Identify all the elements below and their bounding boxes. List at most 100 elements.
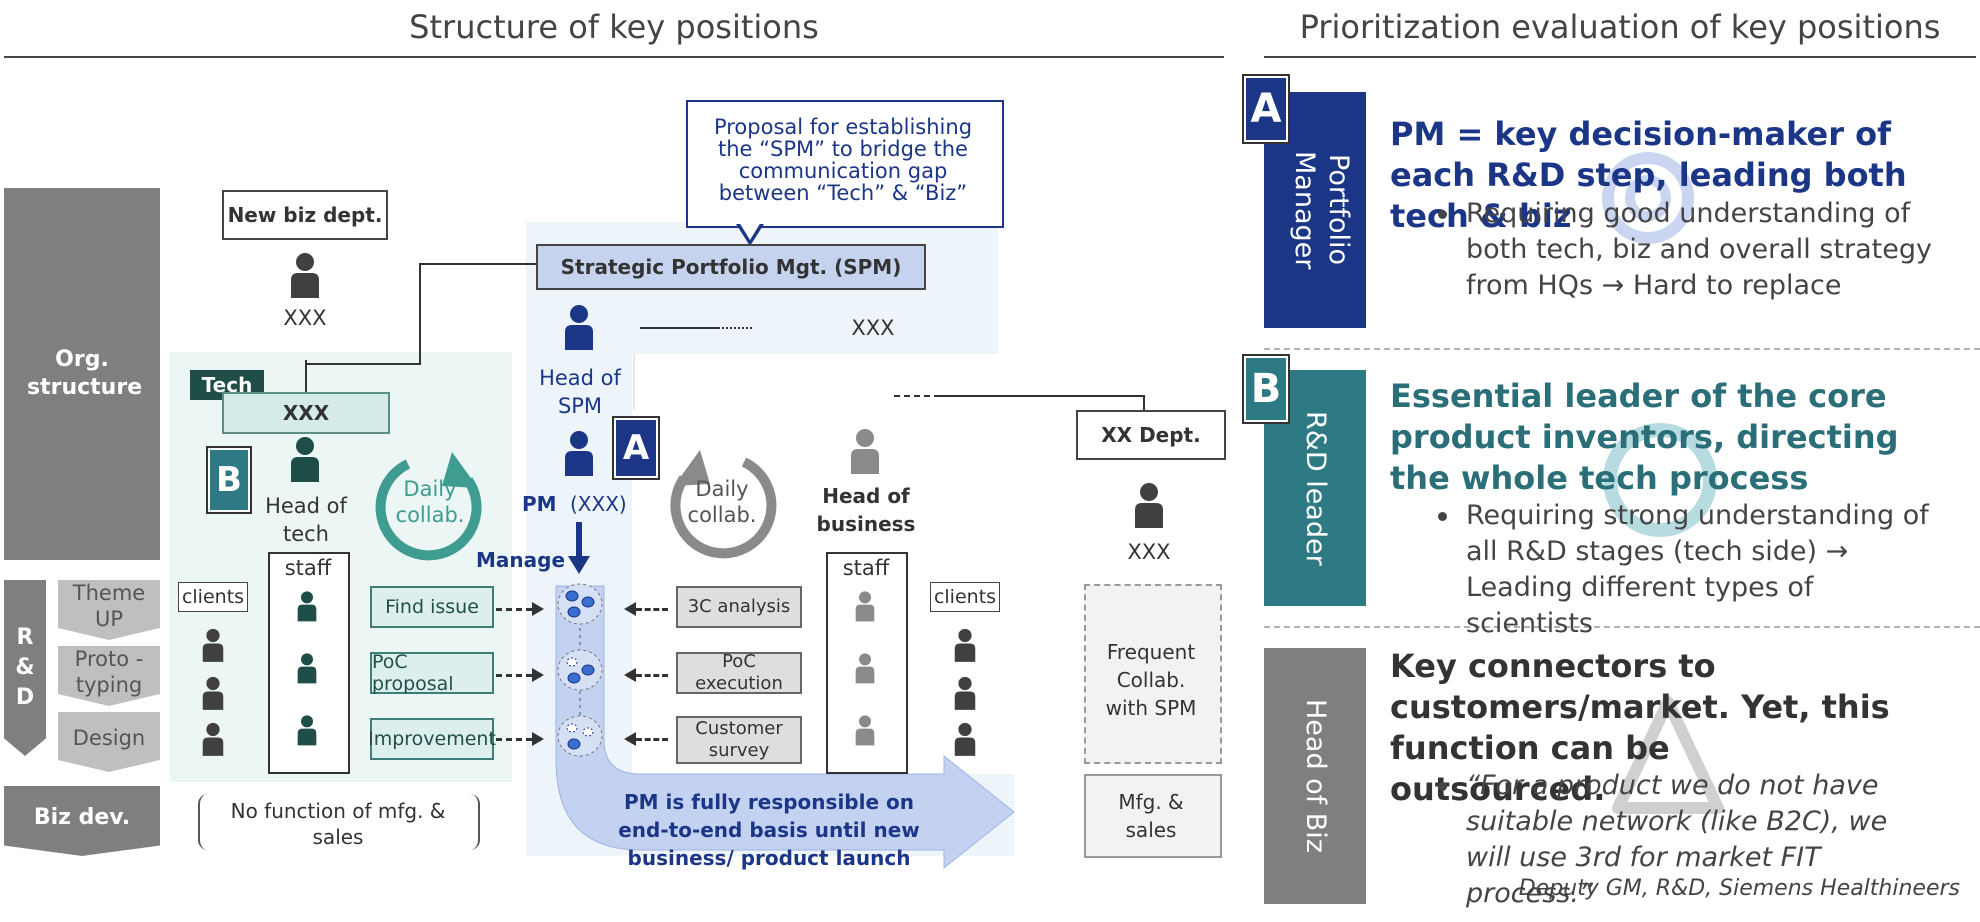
portfolio-manager-label: Portfolio Manager: [1289, 150, 1354, 270]
person-icon-staff-left-3: [297, 715, 317, 746]
manage-arrow-shaft: [576, 522, 582, 558]
customer-survey-arrow: [636, 738, 668, 741]
head-of-biz-label: Head of Biz: [1300, 699, 1331, 853]
poc-proposal-arrow: [496, 674, 532, 677]
head-of-biz-source: Deputy GM, R&D, Siemens Healthineers: [1518, 876, 1960, 901]
head-of-biz-bullet-dot: [1438, 782, 1447, 791]
theme-up-step: Theme UP: [58, 580, 160, 640]
find-issue-arrowhead: [532, 602, 544, 616]
person-icon-client-left-3: [202, 722, 224, 756]
pm-stage-icon-3: [557, 715, 603, 757]
frequent-collab-label: Frequent Collab. with SPM: [1105, 640, 1197, 720]
portfolio-manager-bar: Portfolio Manager: [1264, 92, 1366, 328]
spm-to-tech-line: [305, 263, 536, 394]
staff-right-label: staff: [842, 556, 890, 580]
right-header: Prioritization evaluation of key positio…: [1299, 8, 1941, 46]
person-icon-head-of-spm: [565, 305, 593, 350]
person-icon-pm: [565, 431, 593, 476]
new-biz-xxx: XXX: [283, 306, 327, 330]
rd-arrow: R & D: [4, 580, 46, 756]
org-structure-label: Org. structure: [27, 347, 143, 400]
improvement-box: Improvement: [368, 718, 496, 760]
daily-collab-left-label: Daily collab.: [395, 477, 465, 527]
row-separator-1: [1264, 348, 1980, 350]
staff-left-label: staff: [284, 556, 332, 580]
poc-execution-box: PoC execution: [676, 651, 802, 694]
daily-collab-left-cycle: [375, 452, 482, 561]
org-structure-box: Org. structure: [4, 188, 160, 560]
poc-execution-arrow: [636, 674, 668, 677]
person-icon-client-left-1: [202, 628, 224, 662]
person-icon-head-of-business: [851, 429, 879, 474]
head-of-spm-label: Head of SPM: [539, 366, 621, 418]
prototyping-step: Proto -typing: [58, 646, 160, 706]
spm-xxx-label: XXX: [851, 316, 895, 340]
person-icon-staff-right-3: [855, 715, 875, 746]
left-header: Structure of key positions: [409, 8, 819, 46]
pm-arrow-text: PM is fully responsible on end-to-end ba…: [618, 790, 920, 870]
right-header-rule: [1264, 56, 1976, 58]
daily-collab-right-cycle: [670, 450, 777, 559]
head-of-biz-title: Key connectors to customers/market. Yet,…: [1390, 647, 1890, 808]
person-icon-staff-right-2: [855, 653, 875, 684]
xx-dept-xxx: XXX: [1127, 540, 1171, 564]
customer-survey-box: Customer survey: [676, 716, 802, 764]
find-issue-arrow: [496, 608, 532, 611]
person-icon-xx-dept: [1135, 483, 1163, 528]
mfg-sales-label: Mfg. & sales: [1118, 790, 1184, 842]
clients-left-box: clients: [178, 582, 248, 612]
triangle-icon: [1612, 696, 1724, 814]
pm-xxx-label: (XXX): [570, 492, 627, 516]
a-badge-left: A: [614, 418, 658, 478]
circle-icon: [1603, 423, 1717, 537]
xxdept-line: [938, 395, 1145, 410]
person-icon-head-of-tech: [291, 437, 319, 482]
a-badge-right: A: [1244, 76, 1288, 142]
no-function-bracket: [198, 794, 480, 850]
spm-callout: [686, 100, 1004, 228]
new-biz-dept-box: New biz dept.: [222, 190, 388, 240]
spm-callout-text: Proposal for establishing the “SPM” to b…: [713, 115, 973, 205]
double-circle-icon: [1602, 152, 1694, 244]
b-badge-right: B: [1244, 356, 1288, 422]
rd-leader-label: R&D leader: [1300, 410, 1331, 566]
mfg-sales-box: [1084, 774, 1222, 858]
rd-leader-bullet: Requiring strong understanding of all R&…: [1466, 500, 1929, 639]
poc-proposal-arrowhead: [532, 668, 544, 682]
pm-label: PM: [522, 492, 557, 516]
clients-right-box: clients: [930, 582, 1000, 612]
daily-collab-right-label: Daily collab.: [687, 477, 757, 527]
spm-box: Strategic Portfolio Mgt. (SPM): [536, 244, 926, 290]
xx-dept-box: XX Dept.: [1076, 410, 1226, 460]
head-of-business-label: Head of business: [816, 484, 916, 536]
rd-leader-bullet-dot: [1438, 512, 1447, 521]
pm-stage-icon-2: [557, 649, 603, 691]
person-icon-client-right-1: [954, 628, 976, 662]
person-icon-staff-right-1: [855, 591, 875, 622]
biz-dev-box: Biz dev.: [4, 786, 160, 856]
customer-survey-arrowhead: [624, 732, 636, 746]
manage-label: Manage: [476, 548, 566, 572]
manage-arrowhead: [568, 556, 590, 574]
person-icon-client-left-2: [202, 676, 224, 710]
3c-analysis-arrowhead: [624, 602, 636, 616]
poc-execution-arrowhead: [624, 668, 636, 682]
pm-title: PM = key decision-maker of each R&D step…: [1390, 115, 1907, 235]
rd-leader-title: Essential leader of the core product inv…: [1390, 377, 1899, 497]
row-separator-2: [1264, 626, 1980, 628]
tech-xxx-box: XXX: [222, 392, 390, 434]
person-icon-client-right-2: [954, 676, 976, 710]
person-icon-client-right-3: [954, 722, 976, 756]
rd-label: R & D: [15, 625, 35, 710]
3c-analysis-arrow: [636, 608, 668, 611]
3c-analysis-box: 3C analysis: [676, 586, 802, 628]
pm-bullet: Requiring good understanding of both tec…: [1466, 198, 1932, 301]
head-of-biz-bar: Head of Biz: [1264, 648, 1366, 904]
biz-dev-label: Biz dev.: [33, 804, 131, 830]
left-header-rule: [4, 56, 1224, 58]
prototyping-label: Proto -typing: [74, 647, 144, 697]
improvement-arrowhead: [532, 732, 544, 746]
head-of-tech-label: Head of tech: [265, 494, 347, 546]
person-icon-staff-left-2: [297, 653, 317, 684]
